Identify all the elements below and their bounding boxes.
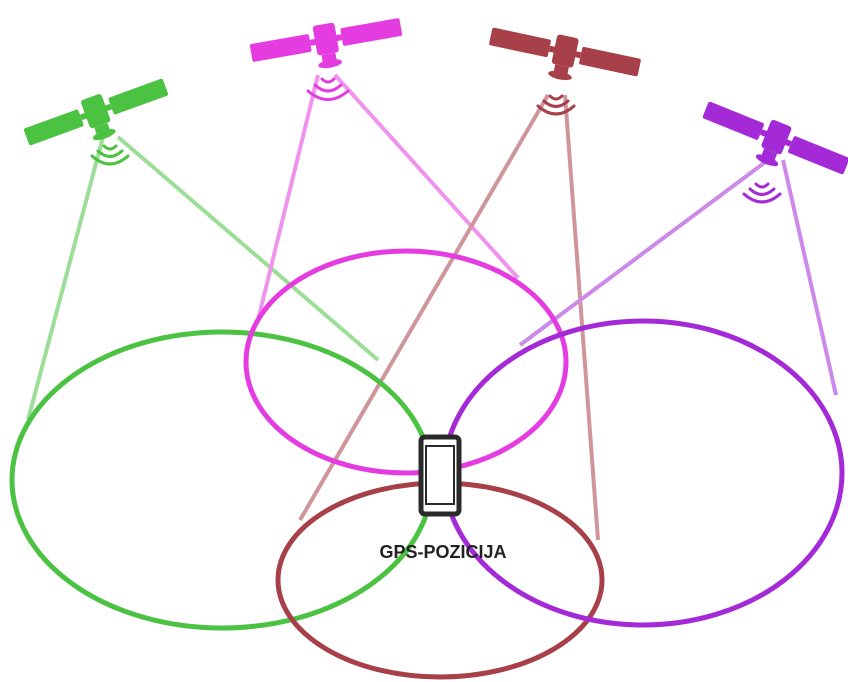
smartphone-icon: [418, 434, 462, 517]
coverage-green: [9, 329, 435, 631]
coverage-magenta: [243, 248, 569, 476]
signal-line-brown-right: [563, 94, 600, 541]
signal-waves-icon: [536, 94, 576, 116]
signal-line-brown-left: [298, 93, 550, 522]
signal-line-green-right: [116, 135, 380, 362]
satellite-icon: [249, 18, 403, 69]
satellite-icon: [23, 78, 169, 146]
satellite-icon: [702, 101, 848, 175]
coverage-purple: [441, 318, 845, 628]
signal-lines: [26, 73, 838, 541]
signal-line-purple-left: [518, 158, 770, 347]
satellite-green: [23, 78, 169, 166]
signal-line-green-left: [26, 136, 105, 421]
signal-line-magenta-left: [256, 74, 320, 321]
satellite-purple: [702, 101, 848, 204]
signal-line-magenta-right: [333, 73, 520, 280]
signal-line-purple-right: [781, 159, 838, 396]
signal-waves-icon: [306, 77, 350, 101]
satellite-brown: [489, 27, 641, 116]
satellite-magenta: [249, 18, 403, 101]
satellite-icon: [489, 27, 641, 81]
signal-waves-icon: [742, 182, 782, 204]
signal-waves-icon: [90, 144, 130, 166]
gps-position-label: GPS-POZICIJA: [379, 542, 506, 562]
